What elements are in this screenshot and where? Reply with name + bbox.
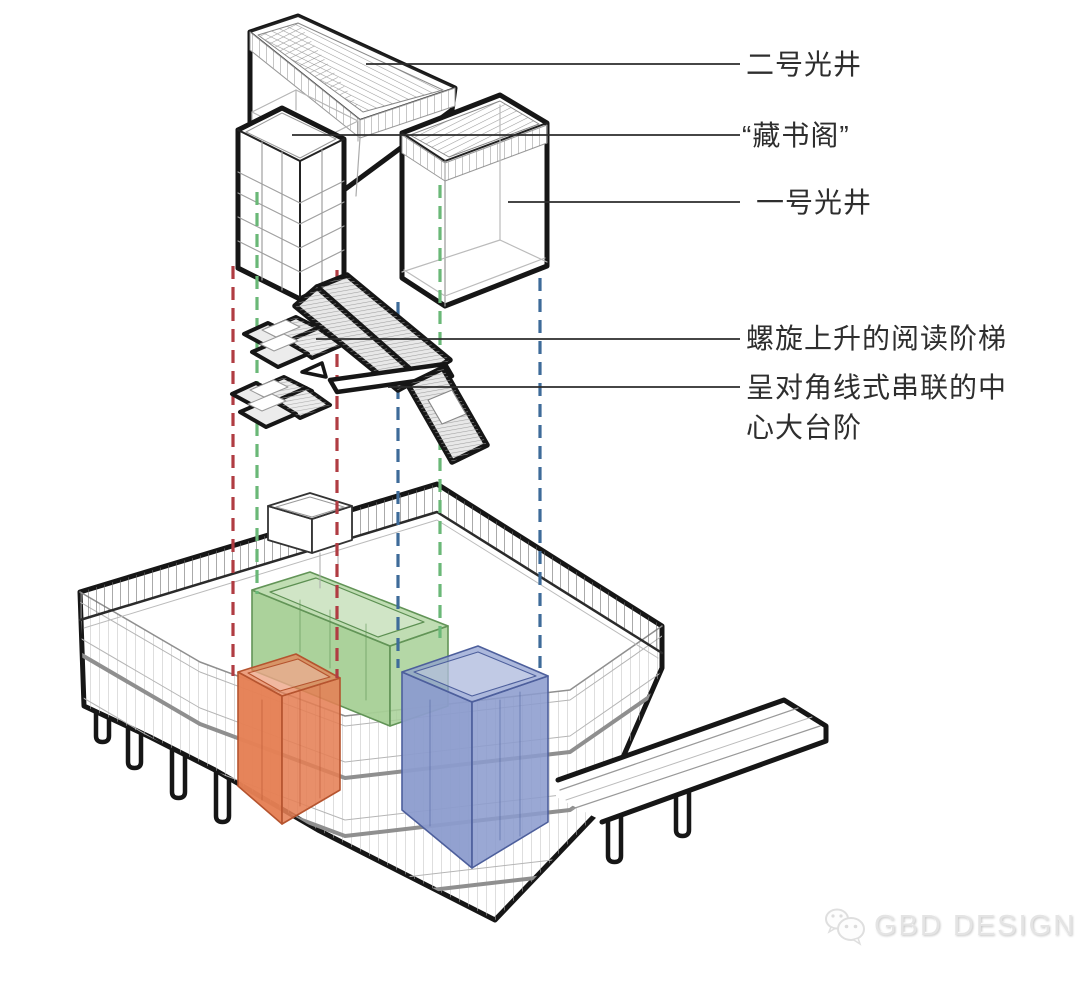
roof-2-hatch-left bbox=[258, 23, 363, 112]
right-leg-inner-wireframe bbox=[401, 104, 548, 297]
roof-penthouse bbox=[267, 492, 353, 589]
railing-ne bbox=[437, 484, 662, 653]
left-leg-tower bbox=[235, 105, 347, 302]
stair-elements bbox=[230, 272, 490, 465]
leader-lines bbox=[292, 63, 740, 388]
parapet-near-edge bbox=[79, 591, 663, 717]
label-grand-steps-line1: 呈对角线式串联的中 bbox=[746, 372, 1008, 403]
bridge-face-line bbox=[355, 137, 361, 197]
watermark-text: GBD DESIGN bbox=[874, 909, 1077, 942]
label-reading-steps: 螺旋上升的阅读阶梯 bbox=[746, 323, 1008, 354]
roof-2-band-ticks bbox=[250, 32, 360, 138]
right-roof-band-se-ticks bbox=[445, 125, 547, 181]
book-pavilion-volume bbox=[235, 13, 550, 309]
roof-slab-edge bbox=[78, 510, 664, 655]
label-book-pavilion: “藏书阁” bbox=[742, 120, 850, 151]
projection-blue bbox=[396, 278, 542, 668]
right-roof-band-sw-ticks bbox=[402, 135, 445, 181]
grand-staircase bbox=[292, 272, 490, 465]
left-leg-parapet bbox=[245, 112, 337, 159]
stair-gap-triangle bbox=[300, 361, 328, 379]
left-leg-edges bbox=[237, 129, 345, 300]
label-light-well-1: 一号光井 bbox=[756, 187, 873, 218]
ramp-legs bbox=[605, 785, 692, 865]
watermark: GBD DESIGN bbox=[822, 902, 1076, 950]
spiral-stair-2 bbox=[230, 375, 332, 429]
label-grand-steps: 呈对角线式串联的中 心大台阶 bbox=[746, 368, 1056, 448]
building-legs bbox=[93, 697, 232, 825]
roof-1-hatch bbox=[409, 100, 540, 158]
spiral-stair-1 bbox=[242, 315, 344, 369]
volume-orange bbox=[237, 653, 341, 825]
stair-landing-arm bbox=[327, 361, 455, 395]
label-light-well-2: 二号光井 bbox=[746, 49, 863, 80]
volume-blue bbox=[401, 645, 549, 869]
stair-mid-landing bbox=[427, 389, 467, 425]
left-leg-floors bbox=[237, 141, 345, 291]
label-grand-steps-line2: 心大台阶 bbox=[746, 412, 863, 443]
entry-ramp bbox=[555, 697, 829, 825]
roof-slab-edge-2 bbox=[83, 519, 659, 659]
roof-2-band-right-ticks bbox=[360, 88, 455, 138]
building-mass bbox=[77, 481, 829, 923]
wechat-icon bbox=[825, 908, 865, 946]
